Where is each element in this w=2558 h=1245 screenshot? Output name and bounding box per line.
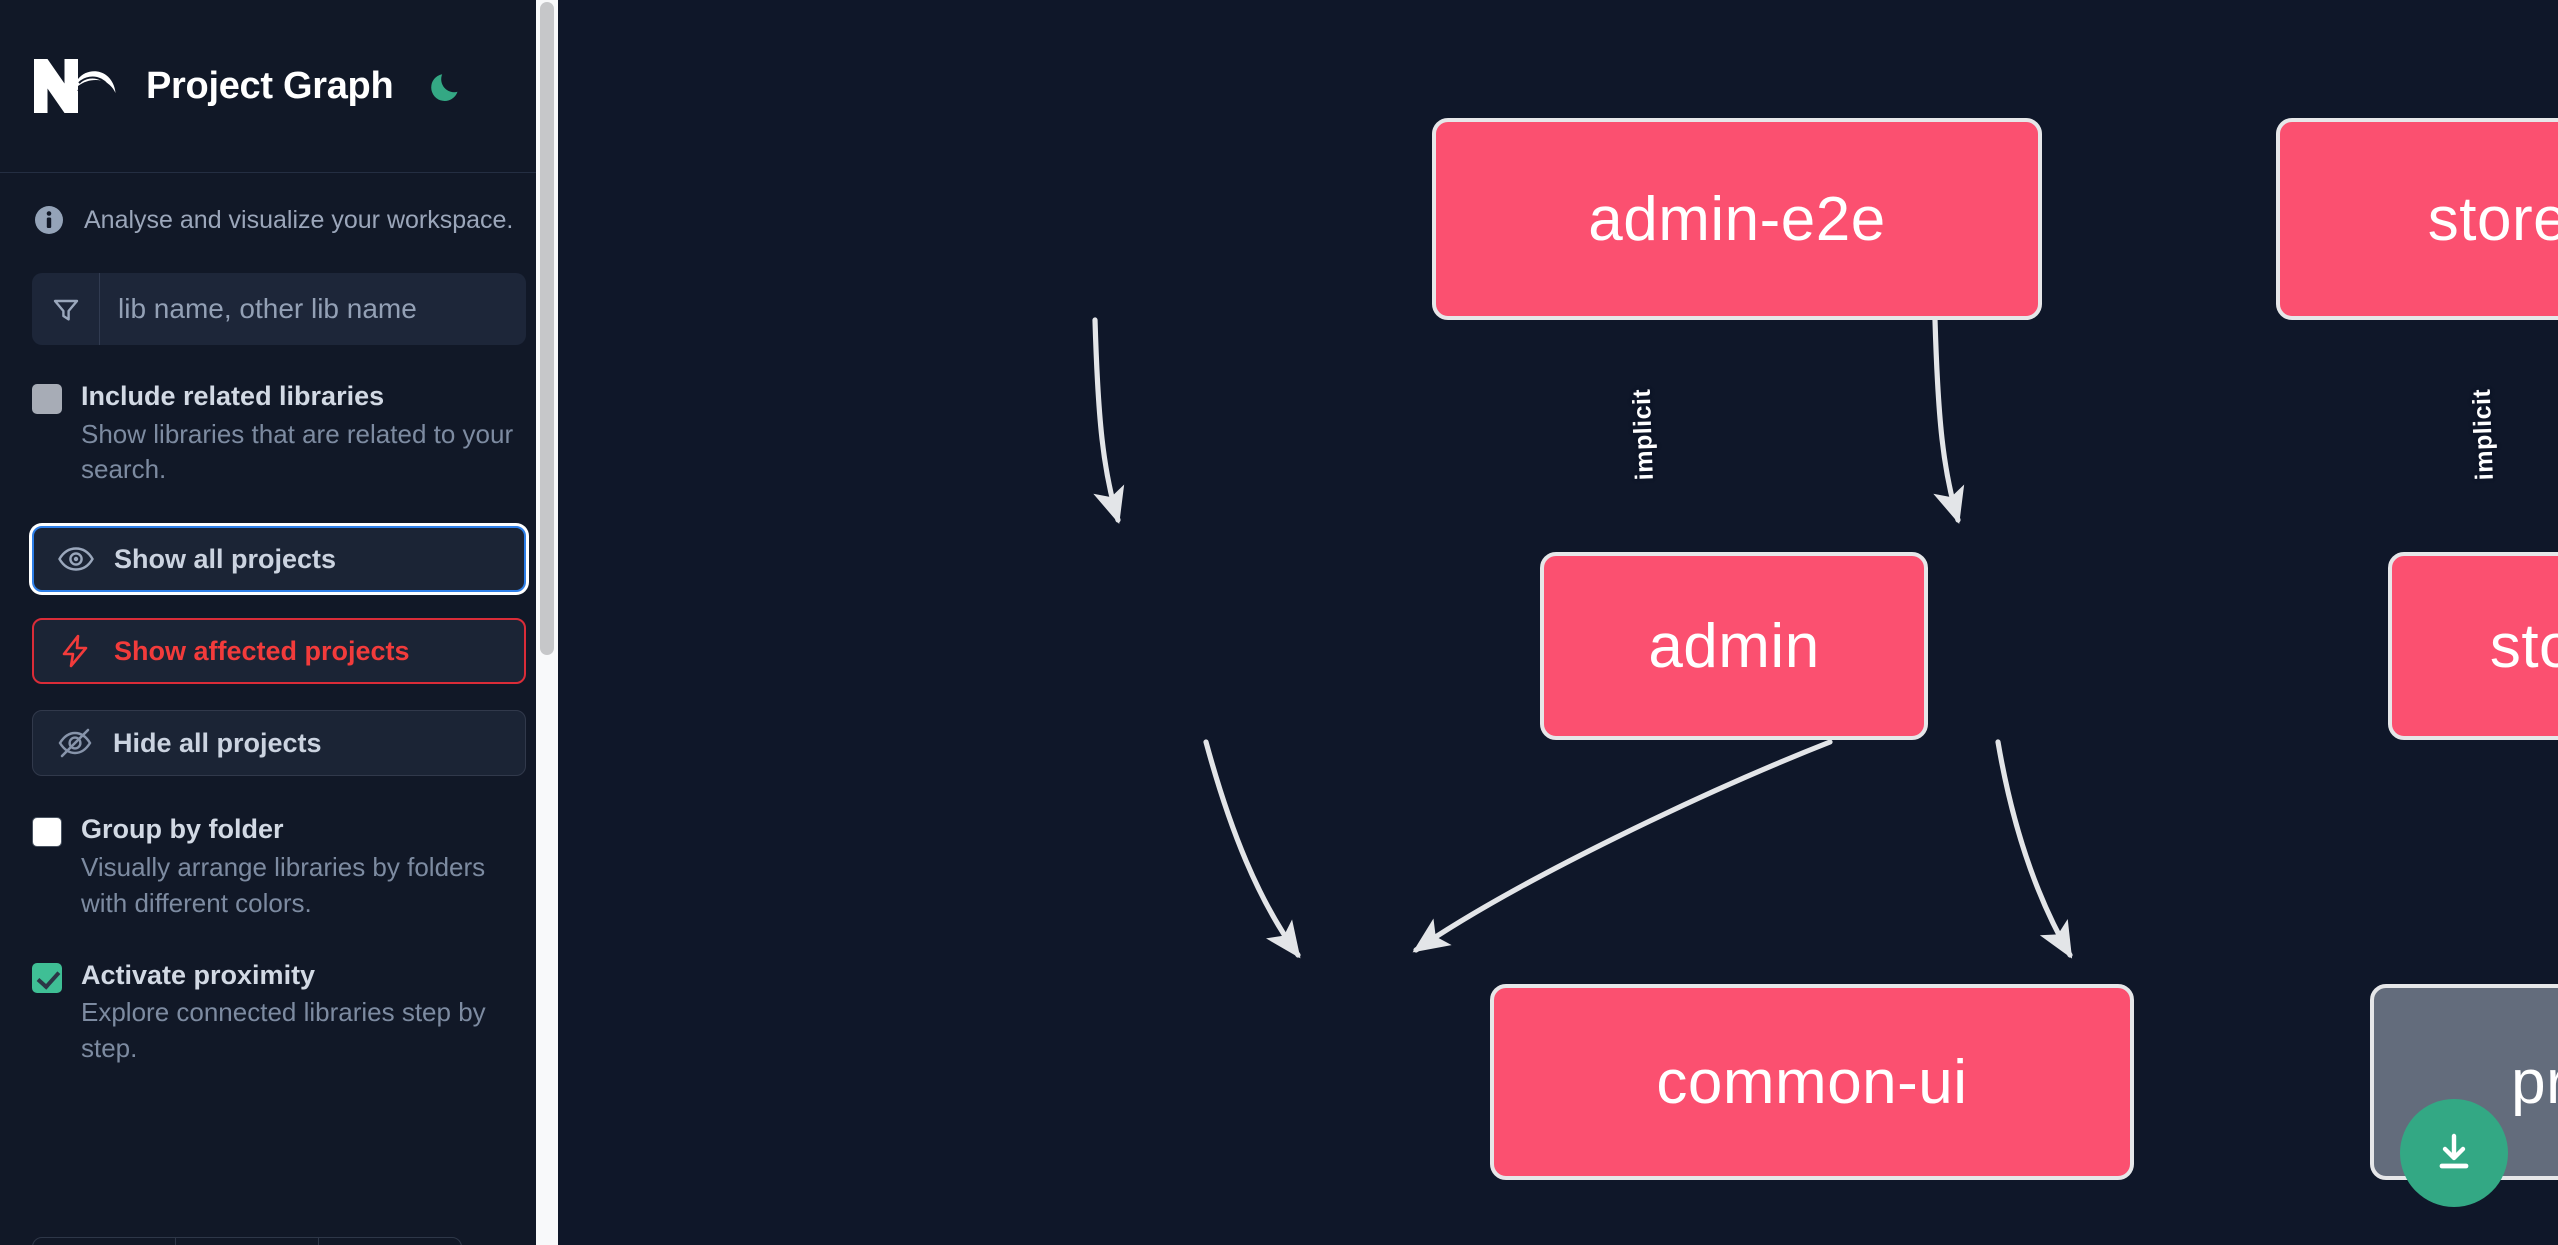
- edge-label-admin-implicit: implicit: [1627, 388, 1659, 481]
- eye-off-icon: [55, 723, 95, 763]
- edge-admin-to-common-ui: [1203, 739, 1301, 959]
- segment-3[interactable]: [319, 1238, 461, 1245]
- nx-logo-icon: [32, 55, 116, 117]
- sidebar: Project Graph Analyse and visualize your…: [0, 0, 558, 1245]
- graph-node-label: store: [2489, 611, 2558, 681]
- include-related-libraries-sublabel: Show libraries that are related to your …: [81, 418, 514, 485]
- graph-node-store-e2e[interactable]: store-e2e: [2276, 118, 2558, 320]
- graph-node-common-ui[interactable]: common-ui: [1490, 984, 2134, 1180]
- search-input[interactable]: [100, 273, 526, 345]
- graph-node-label: admin-e2e: [1588, 184, 1886, 254]
- graph-node-admin[interactable]: admin: [1540, 552, 1928, 740]
- group-by-folder-label: Group by folder: [81, 814, 284, 845]
- option-include-related-libraries[interactable]: Include related libraries Show libraries…: [32, 379, 526, 488]
- edge-store-to-common-ui: [1412, 739, 1833, 953]
- lightning-bolt-icon: [56, 631, 96, 671]
- project-graph-canvas[interactable]: admin-e2e store-e2e admin store common-u…: [558, 0, 2558, 1245]
- bottom-segmented-control[interactable]: [32, 1237, 462, 1245]
- search-filter[interactable]: [32, 273, 526, 345]
- sidebar-scrollbar-thumb[interactable]: [540, 2, 554, 655]
- edge-label-store-implicit: implicit: [2467, 388, 2499, 481]
- edge-store-to-products: [1995, 739, 2073, 959]
- show-all-projects-button[interactable]: Show all projects: [32, 526, 526, 593]
- edge-admin-e2e-to-admin: [1092, 317, 1125, 524]
- include-related-libraries-label: Include related libraries: [81, 381, 385, 411]
- sidebar-header: Project Graph: [0, 0, 558, 173]
- edge-store-e2e-to-store: [1932, 317, 1965, 524]
- option-group-by-folder[interactable]: Group by folder Visually arrange librari…: [32, 812, 526, 921]
- graph-node-label: admin: [1648, 611, 1820, 681]
- activate-proximity-checkbox[interactable]: [32, 962, 62, 993]
- moon-icon[interactable]: [426, 64, 470, 108]
- hide-all-projects-button[interactable]: Hide all projects: [32, 710, 526, 777]
- option-activate-proximity[interactable]: Activate proximity Explore connected lib…: [32, 958, 526, 1067]
- hide-all-projects-label: Hide all projects: [113, 727, 322, 758]
- download-graph-button[interactable]: [2400, 1099, 2508, 1207]
- graph-node-store[interactable]: store: [2388, 552, 2558, 740]
- activate-proximity-label: Activate proximity: [81, 959, 316, 990]
- show-affected-projects-label: Show affected projects: [114, 635, 410, 666]
- filter-icon: [32, 273, 100, 345]
- info-icon: [32, 203, 66, 237]
- sidebar-body: Include related libraries Show libraries…: [0, 273, 558, 1067]
- page-title: Project Graph: [146, 64, 394, 107]
- graph-node-label: products: [2511, 1047, 2558, 1117]
- include-related-libraries-checkbox[interactable]: [32, 384, 62, 414]
- group-by-folder-checkbox[interactable]: [32, 817, 62, 848]
- segment-2[interactable]: [176, 1238, 319, 1245]
- graph-node-label: store-e2e: [2427, 184, 2558, 254]
- download-icon: [2428, 1125, 2480, 1182]
- sidebar-scrollbar[interactable]: [536, 0, 558, 1245]
- sidebar-description: Analyse and visualize your workspace.: [0, 173, 558, 259]
- show-all-projects-label: Show all projects: [114, 543, 337, 574]
- graph-node-admin-e2e[interactable]: admin-e2e: [1432, 118, 2042, 320]
- sidebar-description-text: Analyse and visualize your workspace.: [84, 205, 514, 234]
- eye-icon: [56, 539, 96, 579]
- graph-edges: [1092, 317, 2073, 959]
- show-affected-projects-button[interactable]: Show affected projects: [32, 618, 526, 685]
- activate-proximity-sublabel: Explore connected libraries step by step…: [81, 997, 486, 1064]
- segment-1[interactable]: [33, 1238, 176, 1245]
- group-by-folder-sublabel: Visually arrange libraries by folders wi…: [81, 851, 486, 918]
- graph-node-label: common-ui: [1656, 1047, 1968, 1117]
